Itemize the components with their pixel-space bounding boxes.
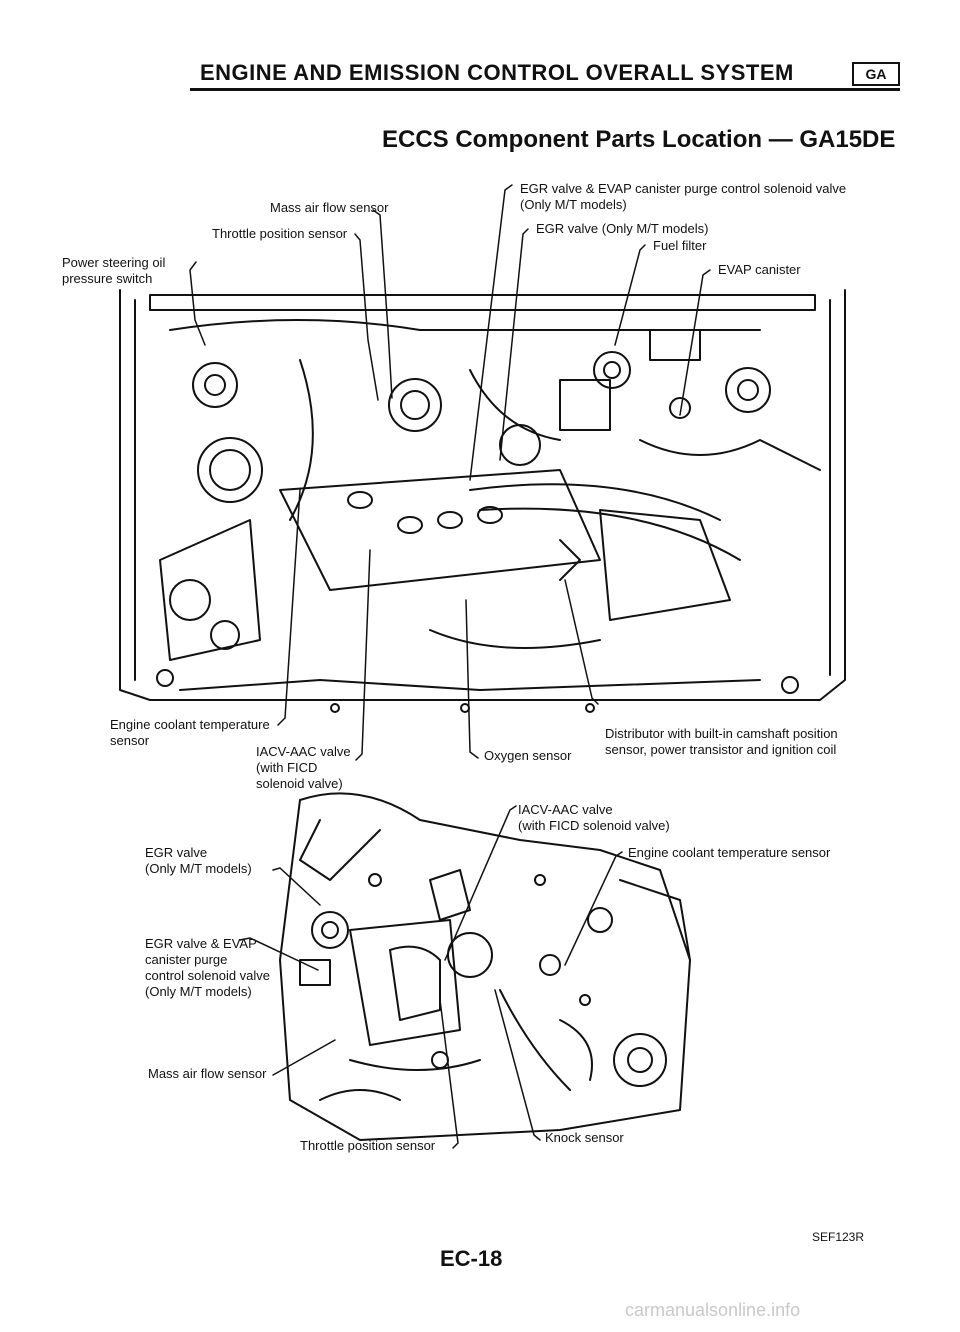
label-power-steering-top: Power steering oil pressure switch [62,255,166,286]
label-throttle-position-top: Throttle position sensor [212,226,348,241]
page-subtitle: ECCS Component Parts Location — GA15DE [382,126,896,153]
engine-perspective-diagram [279,792,691,1141]
section-badge: GA [852,62,900,86]
engine-bay-diagram [119,289,846,713]
label-iacv-aac-bottom: IACV-AAC valve (with FICD solenoid valve… [518,802,670,833]
bottom-leader-lines [239,805,623,1149]
figure-code: SEF123R [812,1230,865,1244]
label-mass-air-flow-bottom: Mass air flow sensor [148,1066,267,1081]
label-oxygen-sensor-top: Oxygen sensor [484,748,572,763]
label-engine-coolant-top: Engine coolant temperature sensor [110,717,270,748]
watermark: carmanualsonline.info [625,1300,801,1320]
header-rule [190,88,900,91]
label-distributor-top: Distributor with built-in camshaft posit… [605,726,838,757]
label-iacv-aac-top: IACV-AAC valve (with FICD solenoid valve… [256,744,351,791]
page-number: EC-18 [440,1246,503,1271]
label-knock-sensor-bottom: Knock sensor [545,1130,624,1145]
label-egr-valve-bottom: EGR valve (Only M/T models) [145,845,252,876]
label-egr-evap-solenoid-bottom: EGR valve & EVAP canister purge control … [145,936,271,999]
label-egr-valve-top: EGR valve (Only M/T models) [536,221,709,236]
label-mass-air-flow-top: Mass air flow sensor [270,200,389,215]
label-fuel-filter-top: Fuel filter [653,238,707,253]
label-evap-canister-top: EVAP canister [718,262,801,277]
label-egr-evap-solenoid-top: EGR valve & EVAP canister purge control … [520,181,847,212]
top-leader-lines [189,184,711,761]
label-throttle-position-bottom: Throttle position sensor [300,1138,436,1153]
label-engine-coolant-bottom: Engine coolant temperature sensor [628,845,831,860]
section-title: ENGINE AND EMISSION CONTROL OVERALL SYST… [200,60,794,85]
